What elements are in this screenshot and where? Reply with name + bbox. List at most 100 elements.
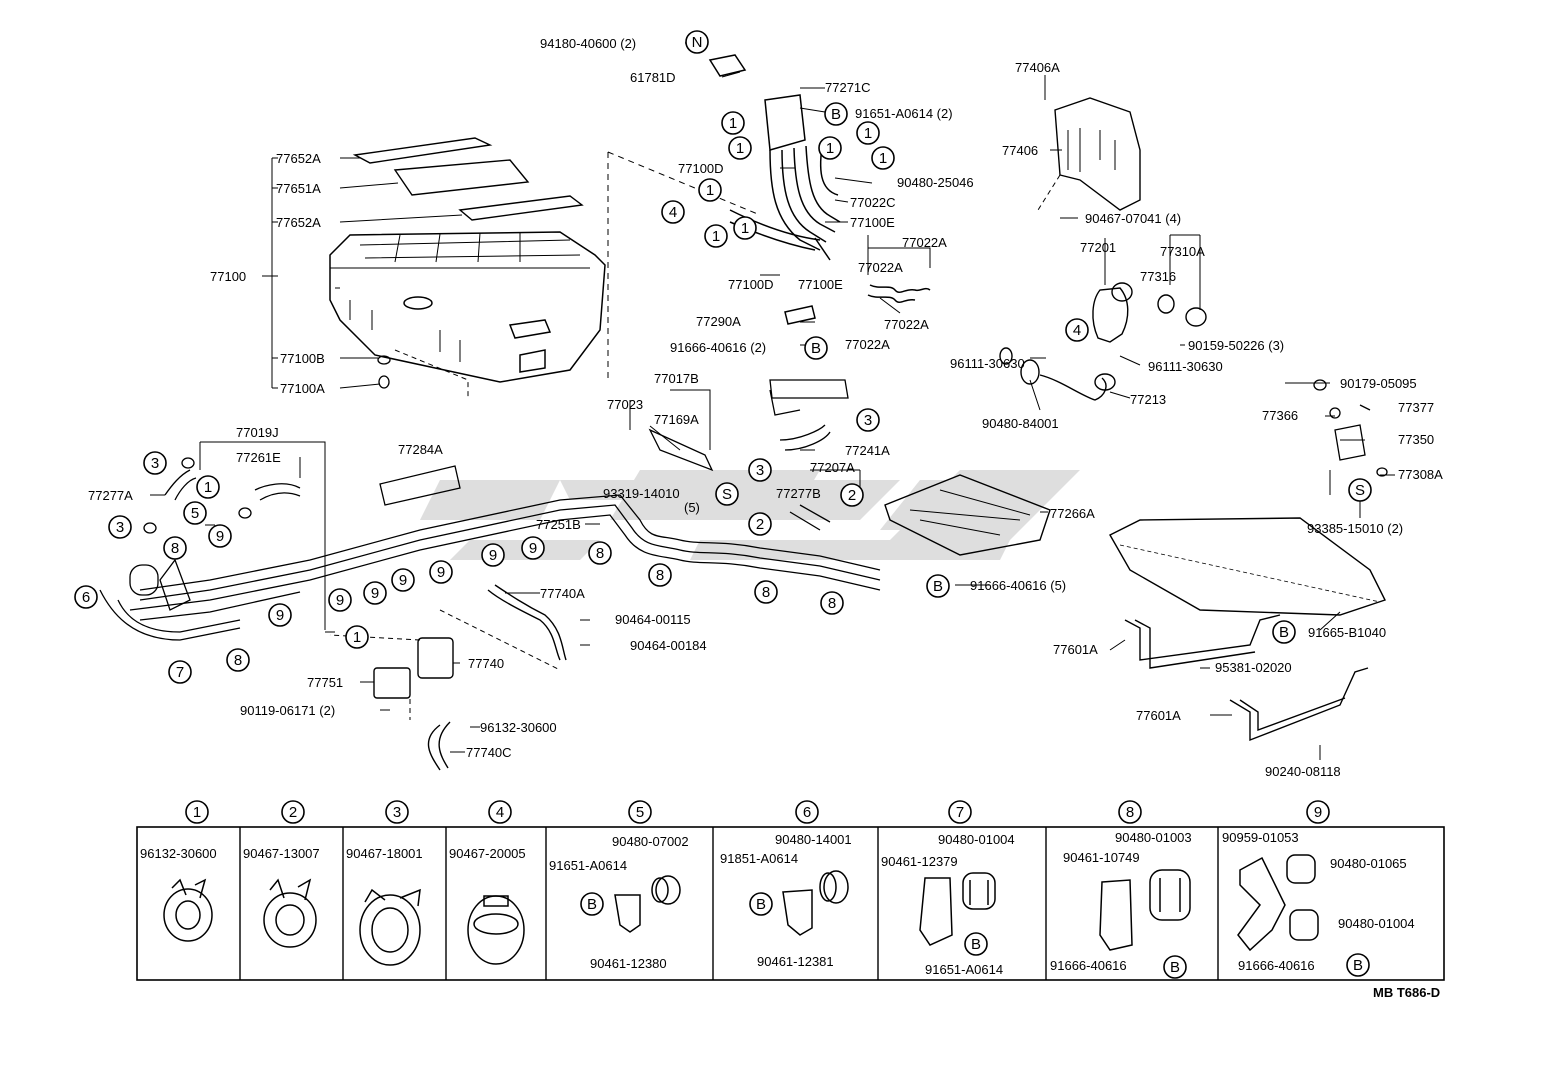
label: 77308A — [1398, 467, 1443, 482]
label: 77651A — [276, 181, 321, 196]
marker-8: 8 — [648, 563, 672, 587]
label: 77169A — [654, 412, 699, 427]
svg-text:S: S — [722, 486, 732, 503]
label: 96111-30630 — [950, 356, 1025, 371]
svg-text:9: 9 — [489, 547, 497, 564]
svg-text:B: B — [756, 896, 766, 913]
marker-3: 3 — [108, 515, 132, 539]
marker-2: 2 — [840, 483, 864, 507]
svg-text:2: 2 — [289, 804, 297, 821]
label: 96132-30600 — [480, 720, 557, 735]
svg-text:B: B — [587, 896, 597, 913]
label: 77366 — [1262, 408, 1298, 423]
svg-text:1: 1 — [736, 140, 744, 157]
label: 90467-07041 (4) — [1085, 211, 1181, 226]
marker-3: 3 — [143, 451, 167, 475]
svg-text:B: B — [1353, 957, 1363, 974]
label: 77266A — [1050, 506, 1095, 521]
small-parts-77100 — [377, 355, 391, 389]
clip-3 — [359, 888, 421, 966]
label: 77751 — [307, 675, 343, 690]
marker-8: 8 — [226, 648, 250, 672]
svg-text:90467-20005: 90467-20005 — [449, 846, 526, 861]
svg-text:90461-12379: 90461-12379 — [881, 854, 958, 869]
label: 77022A — [845, 337, 890, 352]
svg-text:4: 4 — [496, 804, 504, 821]
label: 77022A — [884, 317, 929, 332]
marker-9: 9 — [208, 524, 232, 548]
marker-9: 9 — [363, 581, 387, 605]
label: 77310A — [1160, 244, 1205, 259]
marker-s: S — [715, 482, 739, 506]
legend-drawings — [163, 854, 1319, 966]
svg-text:3: 3 — [756, 462, 764, 479]
label: 77022A — [858, 260, 903, 275]
label: 77022C — [850, 195, 896, 210]
marker-1: 1 — [728, 136, 752, 160]
label: 77277B — [776, 486, 821, 501]
marker-s: S — [1348, 478, 1372, 502]
label: 90480-84001 — [982, 416, 1059, 431]
svg-text:B: B — [971, 936, 981, 953]
label: 77019J — [236, 425, 279, 440]
label: 77100B — [280, 351, 325, 366]
svg-text:5: 5 — [636, 804, 644, 821]
marker-b: B — [1272, 620, 1296, 644]
straps-77601A — [1124, 614, 1369, 742]
svg-text:8: 8 — [1126, 804, 1134, 821]
label: 77350 — [1398, 432, 1434, 447]
marker-1: 1 — [856, 121, 880, 145]
label: 77241A — [845, 443, 890, 458]
shield-77266A — [884, 474, 1051, 556]
marker-8: 8 — [754, 580, 778, 604]
label: 77652A — [276, 215, 321, 230]
drawing-code: MB T686-D — [1373, 985, 1440, 1000]
svg-text:8: 8 — [656, 567, 664, 584]
svg-text:4: 4 — [669, 204, 677, 221]
label: 77271C — [825, 80, 871, 95]
label: 77284A — [398, 442, 443, 457]
svg-text:8: 8 — [762, 584, 770, 601]
svg-text:90480-14001: 90480-14001 — [775, 832, 852, 847]
svg-text:1: 1 — [729, 115, 737, 132]
svg-text:1: 1 — [864, 125, 872, 142]
svg-text:9: 9 — [399, 572, 407, 589]
marker-4: 4 — [1065, 318, 1089, 342]
label: 95381-02020 — [1215, 660, 1292, 675]
label: 91666-40616 (5) — [970, 578, 1066, 593]
svg-text:6: 6 — [803, 804, 811, 821]
marker-1: 1 — [196, 475, 220, 499]
label: 77017B — [654, 371, 699, 386]
svg-text:1: 1 — [204, 479, 212, 496]
leader-lines — [150, 42, 1395, 760]
label: 90179-05095 — [1340, 376, 1417, 391]
svg-text:7: 7 — [176, 664, 184, 681]
label: 77213 — [1130, 392, 1166, 407]
svg-text:S: S — [1355, 482, 1365, 499]
svg-text:8: 8 — [828, 595, 836, 612]
label: (5) — [684, 500, 700, 515]
clamp-5 — [614, 875, 681, 933]
label: 77100E — [798, 277, 843, 292]
marker-b: B — [824, 102, 848, 126]
door-parts — [1313, 379, 1388, 477]
circle-markers: N B 1 1 1 1 1 1 4 1 1 B 4 3 3 S 2 2 3 1 … — [74, 30, 1372, 684]
svg-text:B: B — [811, 340, 821, 357]
marker-7: 7 — [168, 660, 192, 684]
marker-1: 1 — [871, 146, 895, 170]
label: 77100D — [728, 277, 774, 292]
svg-text:90461-12381: 90461-12381 — [757, 954, 834, 969]
svg-text:90959-01053: 90959-01053 — [1222, 830, 1299, 845]
svg-text:7: 7 — [956, 804, 964, 821]
marker-1: 1 — [704, 224, 728, 248]
svg-text:8: 8 — [234, 652, 242, 669]
marker-1: 1 — [698, 178, 722, 202]
svg-text:1: 1 — [826, 140, 834, 157]
tank-pads — [352, 137, 584, 221]
part-labels: 94180-40600 (2) 61781D 77271C 91651-A061… — [88, 36, 1443, 779]
svg-text:4: 4 — [1073, 322, 1081, 339]
label: 91651-A0614 (2) — [855, 106, 953, 121]
svg-text:3: 3 — [151, 455, 159, 472]
clamp-4 — [467, 895, 525, 965]
